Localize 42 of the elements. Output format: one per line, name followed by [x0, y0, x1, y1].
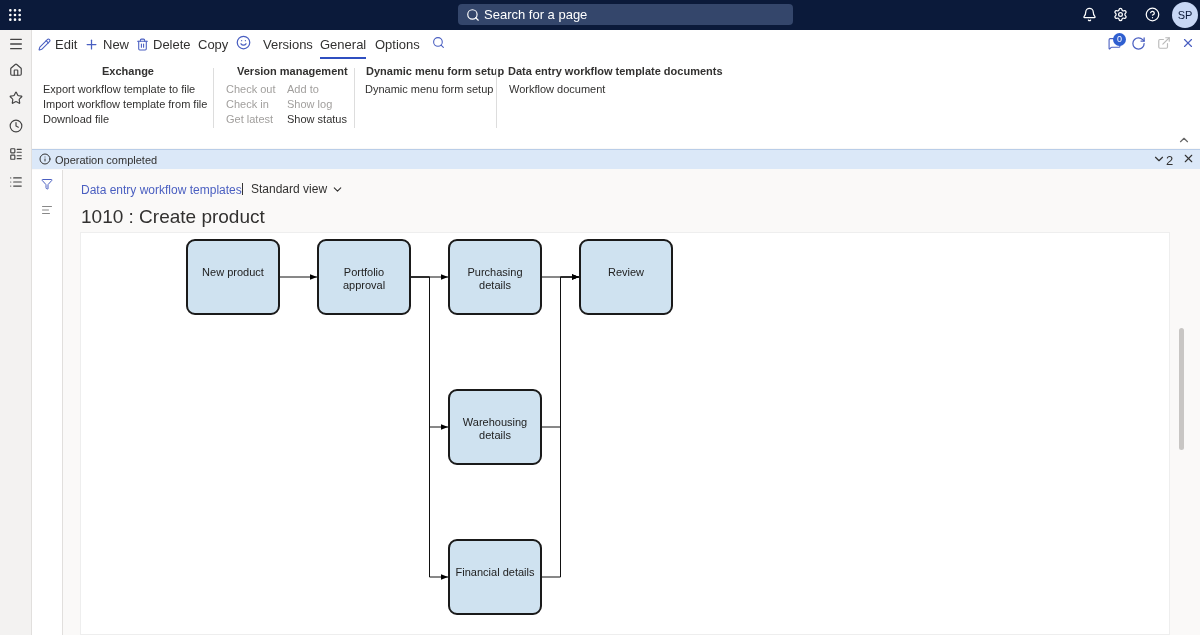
- box-label: New product: [202, 266, 264, 279]
- search-field: Search for a page: [458, 4, 793, 25]
- page-title: 1010 : Create product: [81, 205, 265, 229]
- process-box: [448, 239, 542, 315]
- menu-item: Check in: [226, 97, 269, 112]
- process-box: [186, 239, 280, 315]
- menu-item: Show log: [287, 97, 333, 112]
- edit-button: Edit: [38, 35, 78, 55]
- group-heading: Data entry workflow template documents: [508, 64, 723, 79]
- versions-tab: Versions: [263, 35, 313, 55]
- box-label: Warehousing details: [461, 416, 529, 442]
- arrow: [279, 274, 318, 280]
- copy-button: Copy: [198, 35, 229, 55]
- menu-item: Add to: [287, 82, 319, 97]
- arrow: [541, 274, 580, 578]
- menu-item: Export workflow template to file: [43, 82, 196, 97]
- message-text: Operation completed: [55, 153, 158, 168]
- menu-item: Workflow document: [509, 82, 606, 97]
- box-label: Review: [607, 266, 645, 279]
- menu-item: Get latest: [226, 112, 274, 127]
- general-tab: General: [320, 35, 367, 59]
- message-count: 2: [1166, 152, 1174, 170]
- process-box: [579, 239, 673, 315]
- arrow: [410, 276, 449, 580]
- options-tab: Options: [375, 35, 420, 55]
- menu-item: Show status: [287, 112, 347, 127]
- menu-item: Check out: [226, 82, 276, 97]
- delete-button: Delete: [136, 35, 191, 55]
- process-box: [448, 539, 542, 615]
- new-button: New: [84, 35, 129, 55]
- menu-item: Download file: [43, 112, 110, 127]
- breadcrumb-link: Data entry workflow templates: [81, 182, 242, 199]
- process-box: [448, 389, 542, 465]
- box-label: Financial details: [455, 566, 535, 579]
- box-label: Purchasing details: [466, 266, 524, 292]
- view-selector: Standard view: [251, 180, 345, 198]
- group-heading: Exchange: [102, 64, 154, 79]
- group-heading: Version management: [237, 64, 348, 79]
- menu-item: Dynamic menu form setup: [365, 82, 494, 97]
- box-label: Portfolio approval: [341, 266, 387, 292]
- menu-item: Import workflow template from file: [43, 97, 208, 112]
- process-box: [317, 239, 411, 315]
